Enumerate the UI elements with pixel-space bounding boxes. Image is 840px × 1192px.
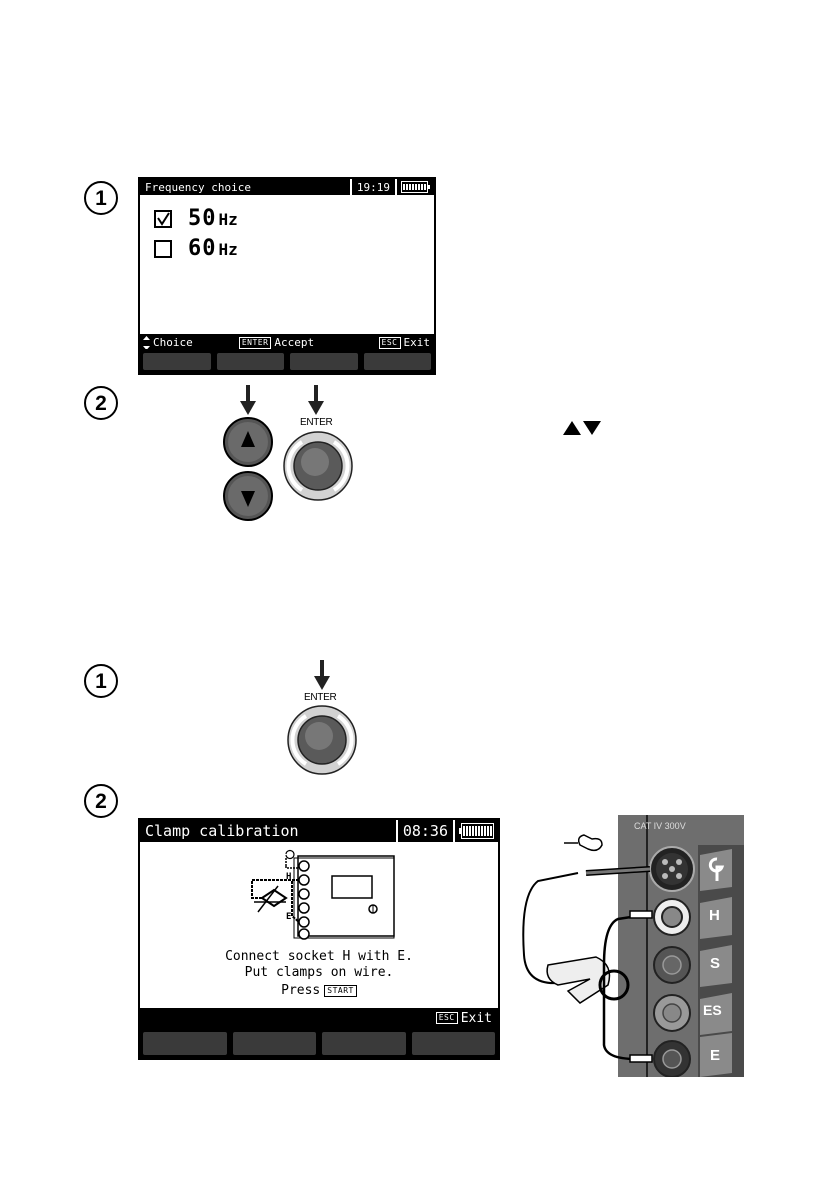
checkbox-unchecked-icon[interactable] [154, 240, 172, 258]
up-down-glyphs [563, 421, 601, 435]
press-start-line: Press START [140, 983, 498, 999]
category-rating-label: CAT IV 300V [634, 821, 686, 831]
screen-title: Frequency choice [140, 181, 350, 194]
softkey-4[interactable] [412, 1032, 496, 1055]
step-1-badge: 1 [84, 664, 118, 698]
socket-es-label: ES [703, 1002, 722, 1018]
option-value: 50 [188, 206, 217, 231]
battery-icon [395, 179, 434, 195]
connection-diagram [240, 846, 400, 942]
step-1-badge: 1 [84, 181, 118, 215]
esc-key-icon: ESC [379, 337, 401, 349]
instruction-line-1: Connect socket H with E. [140, 949, 498, 965]
instruction-line-2: Put clamps on wire. [140, 965, 498, 981]
socket-panel-graphic [518, 815, 744, 1077]
esc-key-icon: ESC [436, 1012, 458, 1024]
arrow-down-icon [240, 385, 256, 415]
step-2-badge: 2 [84, 784, 118, 818]
clock-display: 19:19 [350, 179, 395, 195]
softkey-4[interactable] [364, 353, 432, 370]
clamp-socket-icon [708, 857, 726, 883]
down-button[interactable] [222, 470, 274, 522]
hint-exit: Exit [404, 336, 431, 349]
softkey-row [140, 349, 434, 373]
softkey-1[interactable] [143, 1032, 227, 1055]
enter-button[interactable] [286, 704, 358, 776]
step-2-badge: 2 [84, 386, 118, 420]
socket-h-label: H [709, 907, 720, 924]
enter-label: ENTER [304, 692, 336, 703]
softkey-row [140, 1028, 498, 1058]
softkey-3[interactable] [290, 353, 358, 370]
checkbox-checked-icon[interactable] [154, 210, 172, 228]
start-key-icon: START [324, 985, 357, 997]
socket-e-label: E [710, 1047, 720, 1064]
hint-exit: Exit [461, 1011, 492, 1026]
softkey-2[interactable] [233, 1032, 317, 1055]
option-value: 60 [188, 236, 217, 261]
triangle-down-icon [583, 421, 601, 435]
screen-title: Clamp calibration [140, 822, 396, 840]
screen-title-bar: Clamp calibration 08:36 [140, 820, 498, 842]
softkey-3[interactable] [322, 1032, 406, 1055]
battery-icon [453, 820, 498, 842]
softkey-1[interactable] [143, 353, 211, 370]
press-label: Press [281, 983, 320, 999]
hint-bar: ESC Exit [140, 1008, 498, 1028]
up-button[interactable] [222, 416, 274, 468]
triangle-up-icon [563, 421, 581, 435]
arrow-down-icon [308, 385, 324, 415]
clock-display: 08:36 [396, 820, 453, 842]
up-down-icon [143, 336, 150, 350]
diagram-e-label: E [286, 912, 291, 922]
enter-label: ENTER [300, 417, 332, 428]
enter-key-icon: ENTER [239, 337, 272, 349]
enter-button[interactable] [282, 430, 354, 502]
diagram-h-label: H [286, 872, 291, 882]
arrow-down-icon [314, 660, 330, 690]
socket-panel-illustration: CAT IV 300V H S ES E [518, 815, 744, 1077]
hint-accept: Accept [274, 336, 314, 349]
hint-choice: Choice [153, 336, 193, 349]
option-unit: Hz [219, 210, 238, 229]
softkey-2[interactable] [217, 353, 285, 370]
screen-title-bar: Frequency choice 19:19 [140, 179, 434, 195]
socket-s-label: S [710, 955, 720, 972]
clamp-calibration-screen: Clamp calibration 08:36 H E Connect sock… [138, 818, 500, 1060]
option-unit: Hz [219, 240, 238, 259]
